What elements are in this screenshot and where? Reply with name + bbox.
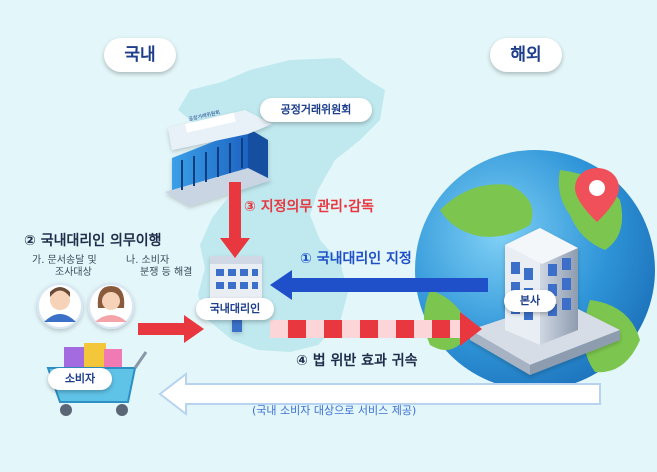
- male-avatar-icon: [37, 283, 83, 329]
- agent-windows: [216, 269, 258, 289]
- duty-b-line2: 분쟁 등 해결: [140, 267, 193, 278]
- domestic-region-label: 국내: [104, 38, 176, 72]
- step3-label: ③ 지정의무 관리·감독: [244, 199, 374, 215]
- step4-label: ④ 법 위반 효과 귀속: [296, 353, 418, 369]
- arrow-step2-red: [138, 315, 204, 343]
- arrow-step3-red: [220, 182, 250, 258]
- ftc-label: 공정거래위원회: [260, 98, 372, 122]
- female-avatar-icon: [88, 283, 134, 329]
- arrow-step4-dashed-red: [270, 312, 482, 346]
- consumer-label: 소비자: [48, 368, 112, 390]
- map-pin-icon: [575, 168, 619, 222]
- duty-b-line1: 나. 소비자: [126, 255, 170, 266]
- agent-label: 국내대리인: [196, 298, 274, 320]
- hq-label: 본사: [504, 290, 556, 312]
- step2-label: ② 국내대리인 의무이행: [24, 233, 162, 249]
- arrow-service-outline: [158, 371, 601, 417]
- duty-a-line1: 가. 문서송달 및: [32, 255, 97, 266]
- service-label: (국내 소비자 대상으로 서비스 제공): [252, 404, 417, 417]
- government-columns: [181, 138, 243, 190]
- arrow-step1-blue: [270, 270, 488, 300]
- overseas-region-label: 해외: [490, 38, 562, 72]
- duty-a-line2: 조사대상: [55, 267, 92, 278]
- step1-label: ① 국내대리인 지정: [300, 251, 412, 267]
